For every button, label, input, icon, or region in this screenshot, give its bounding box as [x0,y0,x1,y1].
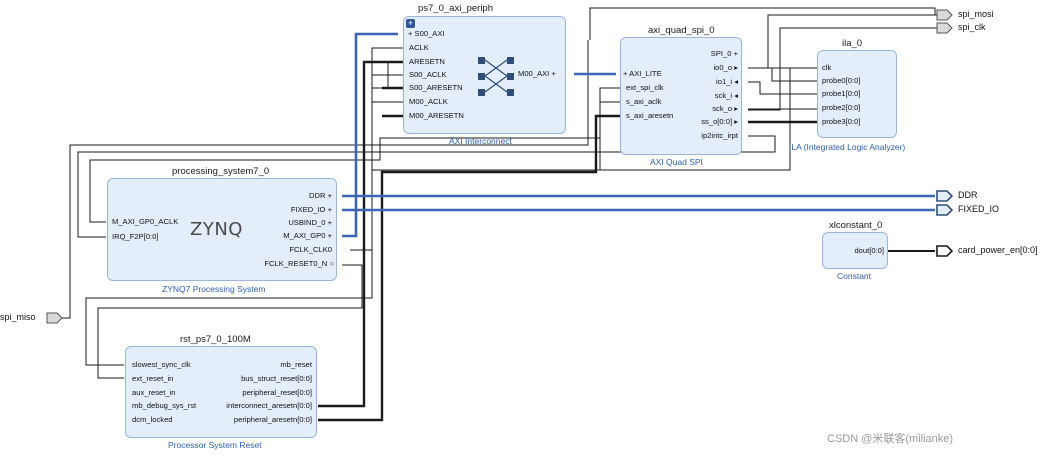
pin-probe2[interactable]: probe2[0:0] [822,103,861,112]
pin-m-axi-gp0-aclk[interactable]: M_AXI_GP0_ACLK [112,217,179,226]
axi-quad-spi-block[interactable] [620,37,742,155]
spi-clk-port-arrow[interactable] [936,22,953,34]
pin-fixed-io[interactable]: FIXED_IO + [290,205,332,214]
card-power-port-arrow[interactable] [936,245,954,257]
pin-s00-aresetn[interactable]: S00_ARESETN [409,83,463,92]
pin-aresetn[interactable]: ARESETN [409,57,445,66]
wire-sck-to-clk[interactable] [748,27,937,111]
pin-bus-struct-reset[interactable]: bus_struct_reset[0:0] [241,374,312,383]
pin-ext-reset-in[interactable]: ext_reset_in [132,374,174,383]
pin-mb-debug-sys-rst[interactable]: mb_debug_sys_rst [132,401,197,410]
watermark: CSDN @米联客(milianke) [827,433,954,445]
pin-ext-spi-clk[interactable]: ext_spi_clk [626,83,664,92]
wire-peripheral-aresetn[interactable] [318,114,620,422]
ddr-port-arrow[interactable] [936,190,954,202]
ila-subtitle: ILA (Integrated Logic Analyzer) [789,142,906,152]
pin-aux-reset-in[interactable]: aux_reset_in [132,388,176,397]
axi-periph-subtitle: AXI Interconnect [449,136,512,146]
pin-mb-reset[interactable]: mb_reset [280,360,312,369]
pin-interconnect-aresetn[interactable]: interconnect_aresetn[0:0] [226,401,312,410]
rst-subtitle: Processor System Reset [168,440,262,450]
quad-spi-subtitle: AXI Quad SPI [650,157,703,167]
pin-dout[interactable]: dout[0:0] [854,246,884,255]
pin-ila-clk[interactable]: clk [822,63,832,72]
wire-gp0-aclk[interactable] [89,137,601,223]
zynq-processing-system-block[interactable]: ZYNQ [107,178,337,281]
pin-slowest-sync-clk[interactable]: slowest_sync_clk [132,360,191,369]
bus-gp0-to-s00[interactable] [342,32,398,238]
pin-ddr[interactable]: DDR + [309,191,332,200]
pin-probe1[interactable]: probe1[0:0] [822,89,861,98]
zynq-logo: ZYNQ [190,219,243,240]
ps7-title: processing_system7_0 [172,166,270,177]
port-spi-mosi[interactable]: spi_mosi [958,9,994,19]
pin-ss-o[interactable]: ss_o[0:0] ▸ [701,117,738,126]
wire-spi-miso[interactable] [60,40,589,319]
pin-s-axi-aresetn[interactable]: s_axi_aresetn [626,111,674,120]
quad-spi-title: axi_quad_spi_0 [648,25,715,36]
pin-sck-i[interactable]: sck_i ◂ [714,91,738,100]
pin-probe3[interactable]: probe3[0:0] [822,117,861,126]
port-spi-clk[interactable]: spi_clk [958,22,986,32]
pin-s00-aclk[interactable]: S00_ACLK [409,70,447,79]
xlconstant-title: xlconstant_0 [829,220,883,231]
spi-miso-port-arrow[interactable] [46,312,63,324]
port-ddr[interactable]: DDR [958,190,978,200]
pin-fclk-clk0[interactable]: FCLK_CLK0 [289,245,332,254]
port-card-power-en[interactable]: card_power_en[0:0] [958,245,1038,255]
pin-sck-o[interactable]: sck_o ▸ [712,104,738,113]
pin-axi-lite[interactable]: + AXI_LITE [623,69,662,78]
pin-io0-o[interactable]: io0_o ▸ [713,63,738,72]
processor-system-reset-block[interactable] [125,346,317,438]
wire-ext-reset[interactable] [97,264,363,379]
pin-spi-0[interactable]: SPI_0 + [710,49,738,58]
wire-spi-mosi[interactable] [589,7,936,40]
port-fixed-io[interactable]: FIXED_IO [958,204,1000,214]
crossbar-icon [478,57,514,96]
rst-title: rst_ps7_0_100M [180,334,251,345]
pin-usbind-0[interactable]: USBIND_0 + [288,218,332,227]
pin-peripheral-aresetn[interactable]: peripheral_aresetn[0:0] [233,415,312,424]
expand-plus-icon[interactable]: + [406,18,415,28]
pin-ip2intc-irpt[interactable]: ip2intc_irpt [701,131,738,140]
wire-slowest-clk[interactable] [85,250,373,366]
wire-interconnect-aresetn[interactable] [318,60,404,408]
wire-ext-spi-clk[interactable] [599,87,620,170]
constant-subtitle: Constant [837,271,872,281]
pin-s-axi-aclk[interactable]: s_axi_aclk [626,97,662,106]
ila-block[interactable] [817,50,897,138]
pin-m00-aresetn[interactable]: M00_ARESETN [409,111,464,120]
pin-irq-f2p[interactable]: IRQ_F2P[0:0] [112,232,159,241]
wire-probe0[interactable] [771,68,818,82]
pin-m00-axi[interactable]: M00_AXI + [518,69,556,78]
fixed-io-port-arrow[interactable] [936,204,954,216]
wire-fclk-to-ila[interactable] [350,67,818,251]
pin-m-axi-gp0[interactable]: M_AXI_GP0 + [283,231,332,240]
pin-aclk[interactable]: ACLK [409,43,429,52]
port-spi-miso[interactable]: spi_miso [0,312,36,322]
axi-periph-title: ps7_0_axi_periph [418,3,494,14]
spi-mosi-port-arrow[interactable] [936,9,953,21]
pin-fclk-reset0-n[interactable]: FCLK_RESET0_N ○ [264,259,334,268]
wire-irq[interactable] [77,135,776,238]
pin-s00-axi[interactable]: + S00_AXI [408,29,445,38]
pin-m00-aclk[interactable]: M00_ACLK [409,97,448,106]
pin-peripheral-reset[interactable]: peripheral_reset[0:0] [242,388,312,397]
axi-interconnect-block[interactable]: + [403,16,566,134]
ps7-subtitle: ZYNQ7 Processing System [162,284,266,294]
wire-aclk[interactable] [371,47,404,170]
pin-io1-i[interactable]: io1_i ◂ [716,77,738,86]
ila-title: ila_0 [842,38,863,49]
pin-probe0[interactable]: probe0[0:0] [822,76,861,85]
constant-block[interactable] [822,232,888,269]
pin-dcm-locked[interactable]: dcm_locked [132,415,173,424]
wire-probe1[interactable] [748,81,818,95]
